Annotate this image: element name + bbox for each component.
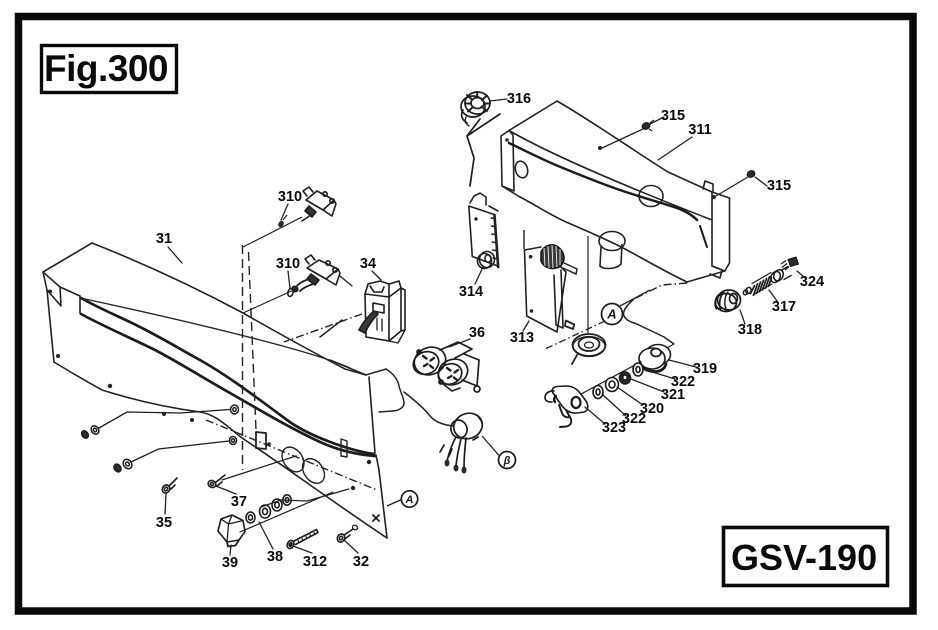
svg-text:322: 322	[622, 411, 646, 427]
svg-text:315: 315	[767, 178, 791, 194]
svg-text:Fig.300: Fig.300	[44, 48, 168, 89]
svg-text:310: 310	[276, 256, 300, 272]
svg-text:315: 315	[661, 108, 685, 124]
svg-text:36: 36	[469, 325, 485, 341]
svg-text:323: 323	[602, 420, 626, 436]
svg-text:311: 311	[688, 122, 711, 138]
svg-text:A: A	[606, 307, 616, 322]
svg-text:314: 314	[459, 284, 483, 300]
svg-text:31: 31	[156, 231, 172, 247]
svg-text:316: 316	[507, 91, 531, 107]
svg-text:310: 310	[278, 189, 302, 205]
svg-text:β: β	[503, 455, 511, 467]
svg-text:321: 321	[661, 387, 685, 403]
svg-text:322: 322	[671, 374, 695, 390]
svg-text:312: 312	[303, 554, 327, 570]
svg-text:32: 32	[353, 554, 369, 570]
svg-text:34: 34	[360, 256, 376, 272]
svg-text:39: 39	[222, 555, 238, 571]
svg-text:37: 37	[231, 494, 247, 510]
svg-text:318: 318	[738, 322, 762, 338]
svg-text:38: 38	[267, 549, 283, 565]
svg-text:324: 324	[800, 274, 824, 290]
svg-text:A: A	[405, 494, 414, 506]
svg-text:319: 319	[693, 361, 717, 377]
svg-text:317: 317	[772, 299, 796, 315]
svg-text:GSV-190: GSV-190	[731, 537, 877, 578]
svg-text:320: 320	[640, 401, 664, 417]
svg-text:35: 35	[156, 515, 172, 531]
svg-text:313: 313	[510, 330, 534, 346]
